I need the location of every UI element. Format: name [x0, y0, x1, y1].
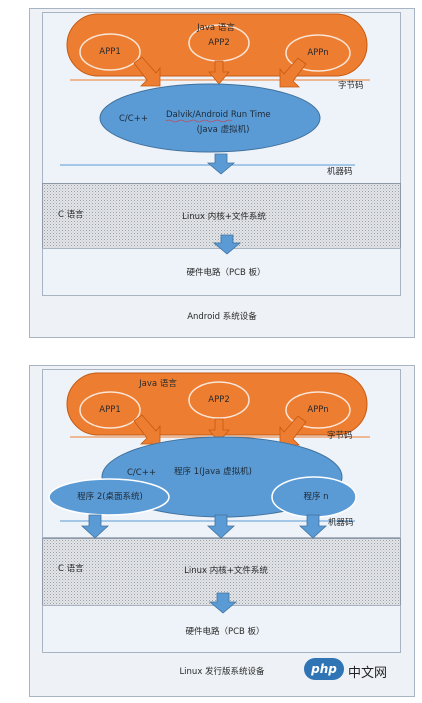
arrow-runtime-to-kernel [206, 153, 236, 175]
c-language-label: C 语言 [58, 210, 84, 220]
java-language-label: Java 语言 [139, 379, 177, 389]
app1-ellipse [79, 391, 141, 429]
arrow-programn-down [298, 514, 328, 539]
arrow-program2-down [80, 514, 110, 539]
android-hardware-box [42, 248, 401, 296]
app2-ellipse [188, 381, 250, 419]
watermark-text: 中文网 [348, 666, 388, 681]
runtime-underline [165, 119, 233, 123]
runtime-ellipse [99, 83, 321, 153]
machine-code-label: 机器码 [328, 518, 354, 528]
hardware-label: 硬件电路（PCB 板） [185, 627, 265, 637]
cc-label: C/C++ [127, 468, 156, 478]
hardware-label: 硬件电路（PCB 板） [186, 268, 266, 278]
bytecode-label: 字节码 [327, 431, 353, 441]
runtime-label: Dalvik/Android Run Time [166, 110, 271, 120]
arrow-kernel-to-hardware [208, 592, 238, 614]
arrow-kernel-to-hardware [212, 234, 242, 255]
arrow-appn [279, 415, 307, 446]
program2-ellipse [48, 478, 170, 516]
app1-ellipse [79, 33, 141, 71]
appn-label: APPn [307, 48, 329, 58]
c-language-label: C 语言 [58, 564, 84, 574]
php-logo: php [304, 658, 344, 680]
app1-label: APP1 [99, 47, 121, 57]
runtime-sublabel: (Java 虚拟机) [196, 125, 250, 135]
arrow-program1-down [206, 514, 236, 539]
linux-hardware-box [42, 605, 401, 653]
app2-label: APP2 [208, 395, 230, 405]
arrow-app1 [133, 414, 161, 445]
arrow-app1 [133, 56, 161, 87]
app1-label: APP1 [99, 405, 121, 415]
cc-label: C/C++ [119, 114, 148, 124]
linux-caption: Linux 发行版系统设备 [179, 667, 265, 677]
java-language-label: Java 语言 [197, 23, 235, 33]
program2-label: 程序 2(桌面系统) [77, 492, 143, 502]
kernel-label: Linux 内核+文件系统 [184, 566, 268, 576]
programn-label: 程序 n [303, 492, 329, 502]
arrow-app2 [208, 60, 230, 85]
linux-kernel-box [42, 538, 401, 606]
bytecode-label: 字节码 [338, 81, 364, 91]
app2-label: APP2 [208, 38, 230, 48]
android-caption: Android 系统设备 [187, 312, 257, 322]
kernel-label: Linux 内核+文件系统 [182, 212, 266, 222]
arrow-app2 [208, 418, 230, 443]
program1-label: 程序 1(Java 虚拟机) [174, 467, 252, 477]
machine-code-label: 机器码 [327, 167, 353, 177]
appn-label: APPn [307, 405, 329, 415]
arrow-appn [279, 57, 307, 88]
